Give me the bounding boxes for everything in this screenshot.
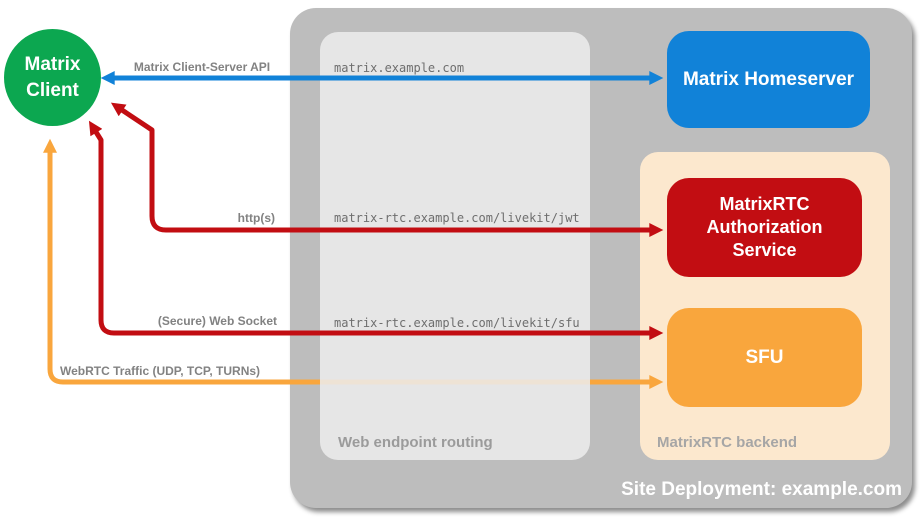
matrix-client-node: Matrix Client: [4, 29, 101, 126]
client-server-api-label: Matrix Client-Server API: [133, 60, 271, 74]
sfu-node: SFU: [667, 308, 862, 407]
site-deployment-title: Site Deployment: example.com: [621, 479, 902, 500]
https-label: http(s): [237, 211, 275, 225]
matrixrtc-backend-title: MatrixRTC backend: [657, 434, 798, 451]
endpoint-url-homeserver: matrix.example.com: [334, 61, 465, 75]
matrixrtc-authorization-service-node: MatrixRTC Authorization Service: [667, 178, 862, 277]
endpoint-url-livekit-jwt: matrix-rtc.example.com/livekit/jwt: [334, 211, 580, 225]
web-endpoint-routing-title: Web endpoint routing: [338, 434, 493, 451]
matrix-homeserver-node: Matrix Homeserver: [667, 31, 870, 128]
webrtc-traffic-label: WebRTC Traffic (UDP, TCP, TURNs): [60, 364, 261, 378]
endpoint-url-livekit-sfu: matrix-rtc.example.com/livekit/sfu: [334, 316, 580, 330]
web-endpoint-routing-panel: Web endpoint routing: [320, 32, 590, 460]
websocket-label: (Secure) Web Socket: [157, 314, 277, 328]
